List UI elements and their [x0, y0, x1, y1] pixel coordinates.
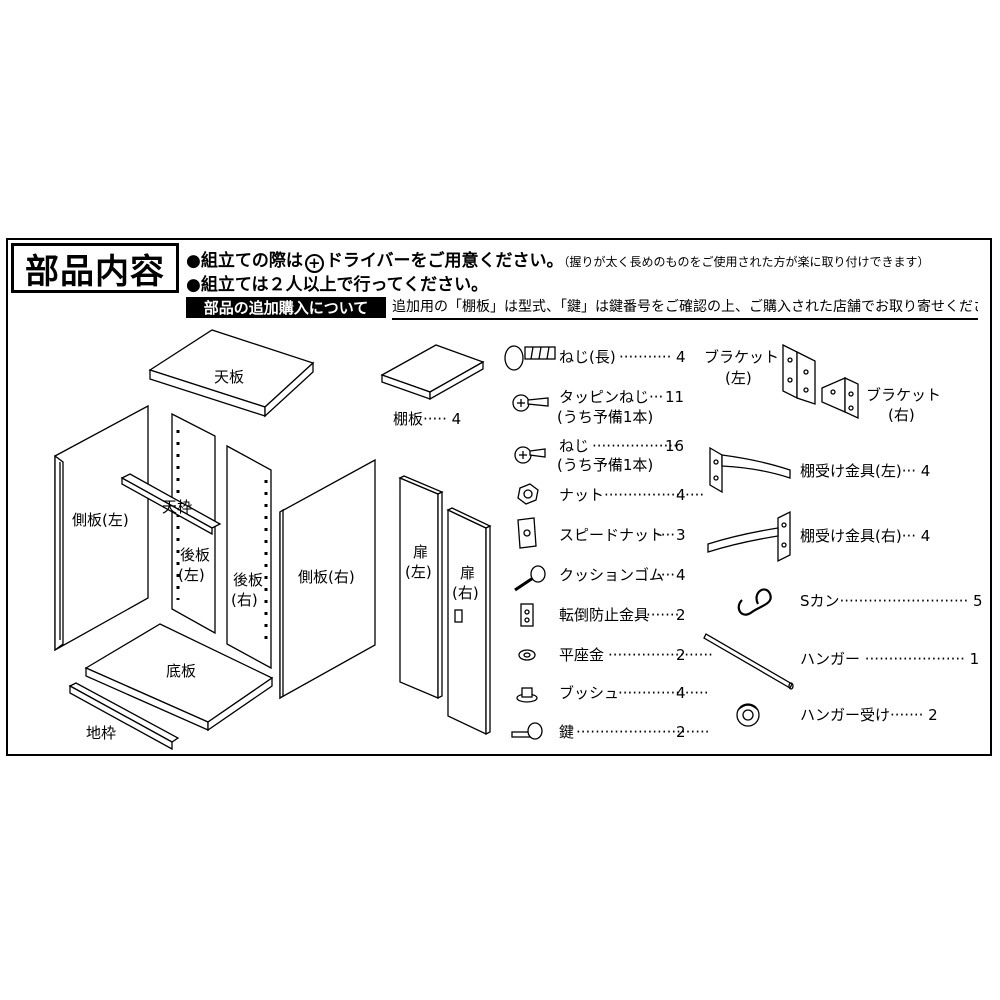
- speed-nut-icon: [517, 517, 537, 549]
- hw-speed-nut-qty: 3: [676, 526, 686, 544]
- hw-key-dots: ····························: [576, 723, 710, 741]
- back-left-label-1: 後板: [180, 546, 210, 564]
- bracket-right-icon: [821, 376, 859, 420]
- parts-list-frame: [6, 238, 992, 756]
- note-tool-detail: （握りが太く長めのものをご使用された方が楽に取り付けできます）: [563, 255, 930, 269]
- screw-icon: [514, 446, 546, 464]
- hw-key-qty: 2: [676, 723, 686, 741]
- assembly-note-people: ●組立ては２人以上で行ってください。: [186, 275, 489, 295]
- section-title: 部品内容: [11, 243, 179, 293]
- hw-washer-dots: ······················: [608, 646, 713, 664]
- anti-tip-bracket-icon: [520, 603, 534, 627]
- hw-screw-dots: ··················: [592, 437, 678, 455]
- hanger-rod-icon: [703, 633, 794, 690]
- side-left-panel-drawing: [54, 404, 149, 652]
- bracket-right-label-1: ブラケット: [866, 386, 941, 404]
- long-screw-icon: [504, 345, 556, 371]
- hw-nut-dots: ·····················: [604, 486, 704, 504]
- hw-anti-tip-dots: ·······: [646, 606, 679, 624]
- frame-top-drawing: [120, 473, 222, 536]
- bracket-left-label-2: (左): [725, 369, 752, 387]
- hw-key-name: 鍵: [559, 723, 574, 741]
- hw-speed-nut-name: スピードナット: [559, 526, 664, 544]
- hw-tapping-screw-name: タッピンねじ···: [559, 388, 663, 406]
- shelf-support-right-label: 棚受け金具(右)··· 4: [800, 527, 930, 545]
- door-right-label-1: 扉: [460, 564, 475, 582]
- shelf-label: 棚板····· 4: [393, 410, 461, 428]
- door-left-drawing: [398, 475, 444, 700]
- hw-nut-qty: 4: [676, 486, 686, 504]
- hw-washer-name: 平座金: [559, 646, 604, 664]
- hw-screw-sub: (うち予備1本): [557, 456, 653, 474]
- side-right-label: 側板(右): [298, 568, 355, 586]
- hw-bushing-dots: ···················: [618, 684, 709, 702]
- hw-cushion-qty: 4: [676, 566, 686, 584]
- shelf-support-left-label: 棚受け金具(左)··· 4: [800, 462, 930, 480]
- base-frame-drawing: [68, 682, 180, 751]
- hw-anti-tip-name: 転倒防止金具: [559, 606, 649, 624]
- key-icon: [511, 722, 543, 740]
- nut-icon: [517, 483, 539, 505]
- hw-bushing-qty: 4: [676, 684, 686, 702]
- frame-top-label: 天枠: [162, 498, 192, 516]
- top-panel-label: 天板: [214, 368, 244, 386]
- hw-cushion-name: クッションゴム: [559, 566, 664, 584]
- door-right-label-2: (右): [452, 584, 479, 602]
- side-left-label: 側板(左): [72, 511, 129, 529]
- back-left-label-2: (左): [178, 566, 205, 584]
- phillips-symbol-icon: +: [304, 254, 324, 273]
- additional-purchase-text: 追加用の「棚板」は型式、「鍵」は鍵番号をご確認の上、ご購入された店舗でお取り寄せ…: [392, 297, 978, 320]
- hw-nut-name: ナット: [559, 486, 604, 504]
- door-left-label-1: 扉: [413, 543, 428, 561]
- bottom-panel-label: 底板: [166, 662, 196, 680]
- shelf-support-left-icon: [709, 446, 791, 494]
- top-panel-drawing: [148, 329, 315, 418]
- hw-tapping-screw-qty: 11: [665, 388, 684, 406]
- flat-washer-icon: [518, 649, 536, 661]
- hanger-holder-label: ハンガー受け······· 2: [800, 706, 938, 724]
- bottom-panel-drawing: [84, 623, 274, 732]
- hw-long-screw-name: ねじ(長): [559, 348, 616, 366]
- base-frame-label: 地枠: [86, 724, 116, 742]
- door-left-label-2: (左): [405, 563, 432, 581]
- hw-screw-qty: 16: [665, 437, 684, 455]
- shelf-drawing: [380, 344, 485, 401]
- side-right-panel-drawing: [279, 458, 376, 700]
- bracket-left-icon: [782, 343, 816, 405]
- cushion-rubber-icon: [514, 565, 546, 592]
- hw-long-screw-dots: ···········: [619, 348, 671, 366]
- s-hook-label: Sカン··························· 5: [800, 592, 983, 610]
- s-hook-icon: [737, 588, 772, 616]
- hw-tapping-screw-sub: (うち予備1本): [557, 408, 653, 426]
- hw-speed-nut-dots: ····: [656, 526, 675, 544]
- bushing-icon: [516, 687, 538, 703]
- additional-purchase-heading: 部品の追加購入について: [186, 297, 386, 318]
- tapping-screw-icon: [512, 394, 549, 412]
- hw-cushion-dots: ····: [656, 566, 675, 584]
- hw-screw-name: ねじ: [559, 437, 589, 455]
- back-right-label-1: 後板: [233, 571, 263, 589]
- hw-bushing-name: ブッシュ: [559, 684, 619, 702]
- hw-anti-tip-qty: 2: [676, 606, 686, 624]
- assembly-note-tool: ●組立ての際は+ドライバーをご用意ください。（握りが太く長めのものをご使用された…: [186, 246, 930, 273]
- bracket-left-label-1: ブラケット: [704, 348, 779, 366]
- door-right-drawing: [446, 507, 492, 736]
- hw-long-screw-qty: 4: [676, 348, 686, 366]
- shelf-support-right-icon: [707, 510, 791, 563]
- back-right-panel-drawing: [226, 444, 272, 670]
- bracket-right-label-2: (右): [888, 406, 915, 424]
- hw-washer-qty: 2: [676, 646, 686, 664]
- note-tool-prefix: ●組立ての際は: [186, 251, 303, 271]
- hanger-label: ハンガー ····················· 1: [800, 650, 979, 668]
- hanger-holder-icon: [736, 703, 760, 727]
- note-tool-suffix: ドライバーをご用意ください。: [325, 251, 564, 271]
- back-right-label-2: (右): [231, 591, 258, 609]
